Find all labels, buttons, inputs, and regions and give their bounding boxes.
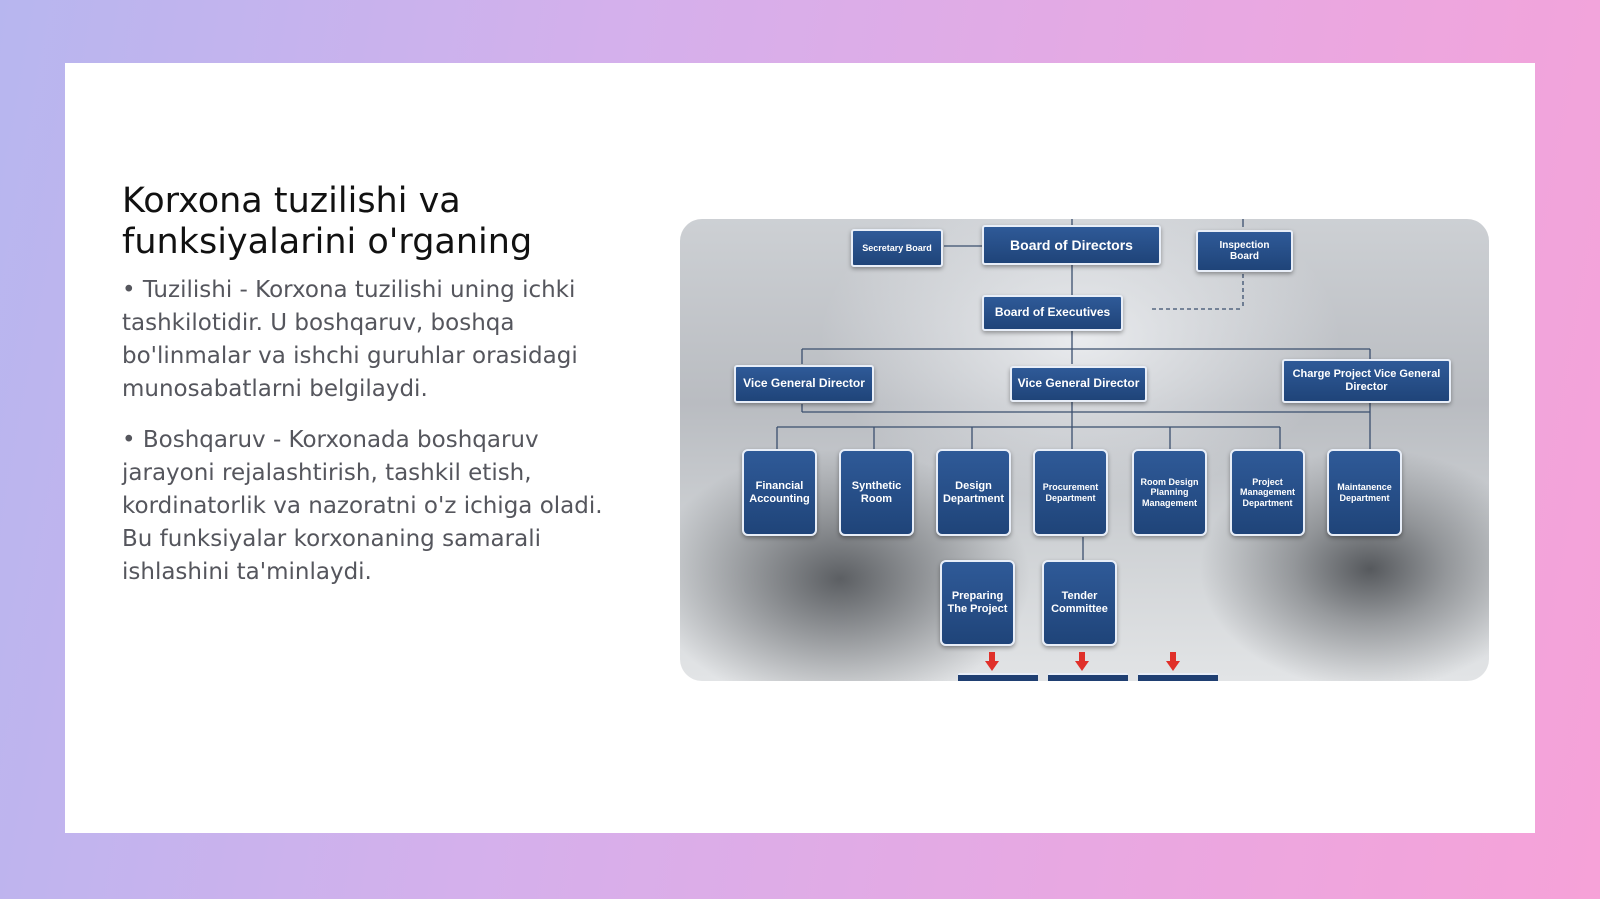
secretary-board-node: Secretary Board xyxy=(851,229,943,267)
sub-unit-node: Tender Committee xyxy=(1042,560,1117,646)
vice-director-node: Vice General Director xyxy=(1010,366,1147,402)
connector-lines xyxy=(776,219,1371,561)
down-arrow-icon xyxy=(1075,652,1089,671)
slide: Korxona tuzilishi va funksiyalarini o'rg… xyxy=(65,63,1535,833)
cropped-node xyxy=(1048,673,1128,681)
inspection-board-node: Inspection Board xyxy=(1196,230,1293,272)
charge-project-vice-director-node: Charge Project Vice General Director xyxy=(1282,359,1451,403)
paragraph-structure: • Tuzilishi - Korxona tuzilishi uning ic… xyxy=(122,277,578,402)
down-arrow-icon xyxy=(1166,652,1180,671)
board-of-executives-node: Board of Executives xyxy=(982,295,1123,331)
cropped-node xyxy=(958,673,1038,681)
sub-unit-node: Preparing The Project xyxy=(940,560,1015,646)
department-node: Maintanence Department xyxy=(1327,449,1402,536)
department-node: Room Design Planning Management xyxy=(1132,449,1207,536)
department-node: Project Management Department xyxy=(1230,449,1305,536)
slide-title: Korxona tuzilishi va funksiyalarini o'rg… xyxy=(122,181,533,262)
paragraph-management: • Boshqaruv - Korxonada boshqaruv jarayo… xyxy=(122,427,603,585)
department-node: Synthetic Room xyxy=(839,449,914,536)
department-node: Financial Accounting xyxy=(742,449,817,536)
vice-director-node: Vice General Director xyxy=(734,365,874,403)
board-of-directors-node: Board of Directors xyxy=(982,225,1161,265)
down-arrow-icon xyxy=(985,652,999,671)
department-node: Procurement Department xyxy=(1033,449,1108,536)
org-chart-image: Secretary Board Board of Directors Inspe… xyxy=(680,219,1489,681)
cropped-node xyxy=(1138,673,1218,681)
department-node: Design Department xyxy=(936,449,1011,536)
